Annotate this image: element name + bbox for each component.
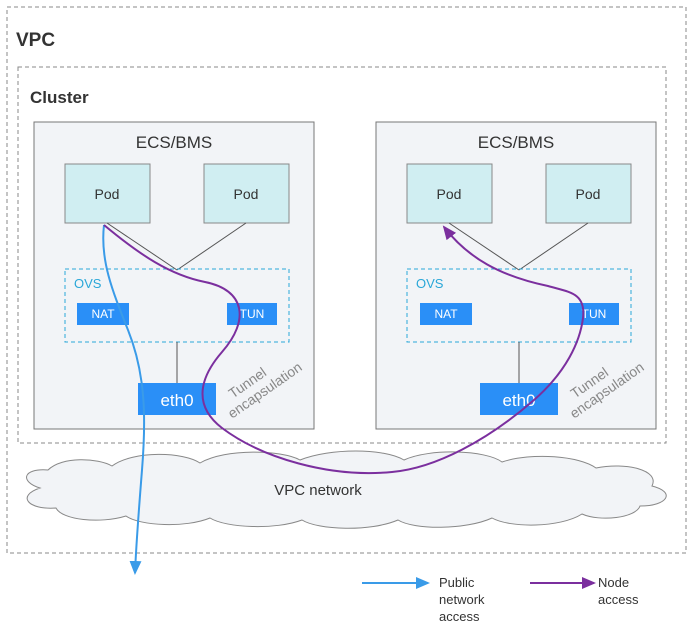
legend-node-text-1: Node — [598, 575, 629, 590]
public-access-path — [102, 224, 146, 575]
nat-left-badge — [77, 303, 129, 325]
node-access-path — [103, 224, 585, 475]
vpc-boundary — [6, 6, 687, 554]
vpc-title: VPC — [16, 30, 55, 51]
legend-public-text-3: access — [439, 609, 480, 624]
pod-right-2-label: Pod — [576, 186, 601, 202]
tun-right-label: TUN — [582, 307, 607, 321]
node-left-title: ECS/BMS — [136, 133, 213, 152]
node-left: ECS/BMS Pod Pod OVS NAT TUN eth0 Tunnel … — [33, 121, 315, 430]
pod-left-1 — [64, 163, 151, 224]
legend: Public network access Node access — [362, 575, 639, 624]
cluster-boundary — [17, 66, 667, 444]
pod-left-1-label: Pod — [95, 186, 120, 202]
vpc-network-cloud — [26, 450, 667, 529]
node-right-title: ECS/BMS — [478, 133, 555, 152]
nat-right-label: NAT — [434, 307, 458, 321]
tun-right-badge — [569, 303, 619, 325]
nat-right-badge — [420, 303, 472, 325]
ovs-left-label: OVS — [74, 276, 102, 291]
cluster-title: Cluster — [30, 88, 89, 107]
pod-left-2 — [203, 163, 290, 224]
pod-right-1-label: Pod — [437, 186, 462, 202]
eth0-right-label: eth0 — [502, 391, 535, 410]
nat-left-label: NAT — [91, 307, 115, 321]
node-right: ECS/BMS Pod Pod OVS NAT TUN eth0 Tunnel … — [375, 121, 657, 430]
pod-right-2 — [545, 163, 632, 224]
legend-public-text-2: network — [439, 592, 485, 607]
tun-left-label: TUN — [240, 307, 265, 321]
legend-public-text-1: Public — [439, 575, 475, 590]
legend-node-text-2: access — [598, 592, 639, 607]
vpc-network-label: VPC network — [274, 482, 362, 499]
ovs-right-label: OVS — [416, 276, 444, 291]
pod-right-1 — [406, 163, 493, 224]
eth0-left-label: eth0 — [160, 391, 193, 410]
pod-left-2-label: Pod — [234, 186, 259, 202]
